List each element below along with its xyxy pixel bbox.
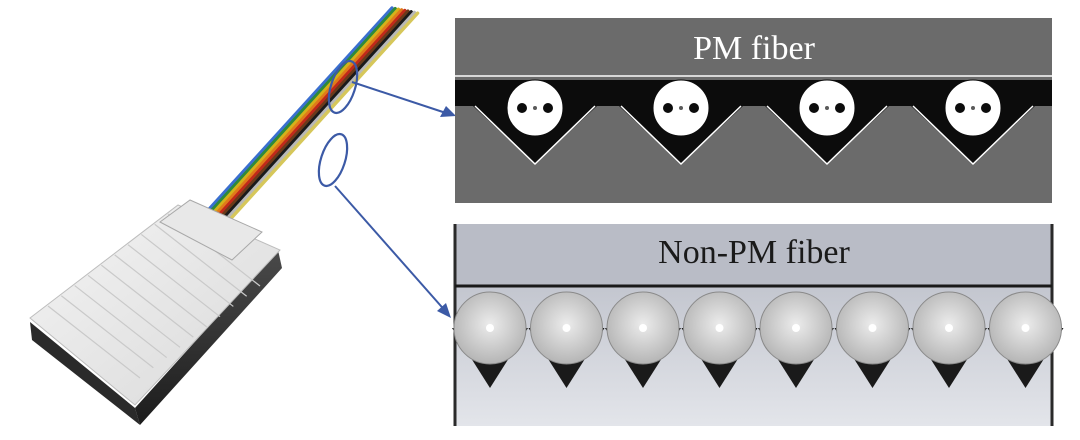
ribbon-fiber — [190, 6, 394, 230]
pm-fiber-core — [679, 106, 683, 110]
stress-rod — [981, 103, 991, 113]
nonpm-fiber-label: Non-PM fiber — [658, 234, 850, 271]
device-top-face — [29, 204, 281, 406]
callout-arrowhead-nonpm — [437, 303, 451, 318]
pm-fiber-label: PM fiber — [693, 30, 815, 67]
stress-rod — [689, 103, 699, 113]
callout-circle-pm — [327, 59, 359, 115]
nonpm-fiber-core — [715, 324, 724, 332]
pm-fiber-row — [473, 79, 1035, 166]
stress-rod — [663, 103, 673, 113]
nonpm-fiber-panel — [452, 224, 1064, 426]
ribbon-fiber — [199, 8, 404, 232]
stress-rod — [517, 103, 527, 113]
ribbon-fiber — [212, 10, 417, 235]
nonpm-panel-upper — [455, 224, 1052, 286]
pm-fiber-panel — [455, 18, 1052, 203]
v-groove-edge — [474, 105, 596, 166]
v-groove-edge — [912, 105, 1034, 166]
pm-fiber-core — [533, 106, 537, 110]
nonpm-fiber-core — [792, 324, 800, 332]
ribbon-fiber — [193, 6, 397, 231]
ribbon-fiber — [203, 8, 407, 233]
groove-line — [47, 305, 141, 379]
stress-rod — [835, 103, 845, 113]
groove-line — [114, 254, 208, 328]
ribbon-fiber — [206, 9, 410, 233]
pm-fiber-core — [825, 106, 829, 110]
stress-rod — [809, 103, 819, 113]
device-groove-lines — [47, 213, 261, 379]
nonpm-fiber-core — [868, 324, 877, 332]
groove-line — [87, 274, 181, 348]
groove-line — [100, 264, 194, 338]
nonpm-fiber-core — [945, 324, 953, 332]
nonpm-fiber-core — [486, 324, 494, 332]
pm-fiber-core — [971, 106, 975, 110]
ribbon-fiber — [196, 7, 401, 231]
groove-line — [60, 295, 154, 369]
device-base-side — [30, 322, 140, 425]
v-groove-edge — [766, 105, 888, 166]
groove-line — [74, 285, 168, 359]
device-lid — [159, 199, 263, 261]
fiber-ribbon — [190, 6, 420, 235]
callout-arrow-pm — [351, 81, 453, 116]
device-base-front — [135, 250, 282, 425]
nonpm-fiber-core — [639, 324, 647, 332]
stress-rod — [543, 103, 553, 113]
callout-arrow-nonpm — [334, 185, 449, 315]
nonpm-fiber-row — [452, 291, 1064, 388]
groove-line — [154, 223, 248, 297]
nonpm-fiber-core — [562, 324, 571, 332]
fiber-array-device — [29, 6, 420, 425]
nonpm-fiber-core — [1021, 324, 1030, 332]
callout-arrowhead-pm — [440, 106, 456, 117]
groove-line — [127, 244, 221, 318]
v-groove-edge — [620, 105, 742, 166]
callout-circle-nonpm — [317, 132, 349, 188]
stress-rod — [955, 103, 965, 113]
ribbon-fiber — [215, 11, 420, 235]
callouts — [317, 59, 456, 318]
ribbon-fiber — [209, 10, 413, 234]
groove-line — [140, 233, 234, 307]
